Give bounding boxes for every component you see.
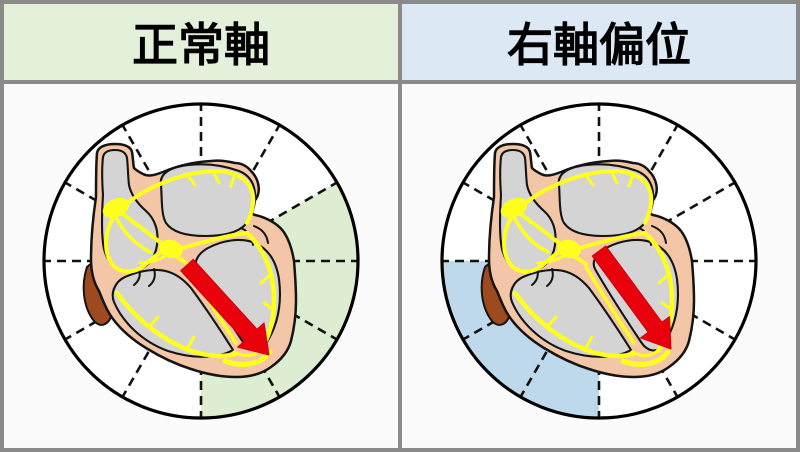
right-axis-deviation-diagram bbox=[440, 102, 758, 420]
panel-right-axis-deviation bbox=[402, 84, 796, 448]
cardiac-axis-arrow bbox=[180, 258, 270, 356]
header-title-right-axis-deviation: 右軸偏位 bbox=[507, 19, 691, 71]
axis-circle-outline bbox=[440, 102, 758, 420]
header-cell-right-axis-deviation: 右軸偏位 bbox=[402, 4, 796, 80]
axis-circle-outline bbox=[42, 102, 360, 420]
header-cell-normal-axis: 正常軸 bbox=[4, 4, 398, 80]
panel-normal-axis bbox=[4, 84, 398, 448]
column-divider bbox=[398, 4, 402, 448]
normal-axis-diagram bbox=[42, 102, 360, 420]
row-divider bbox=[4, 80, 796, 84]
cardiac-axis-arrow bbox=[591, 245, 672, 350]
header-title-normal-axis: 正常軸 bbox=[132, 19, 270, 71]
